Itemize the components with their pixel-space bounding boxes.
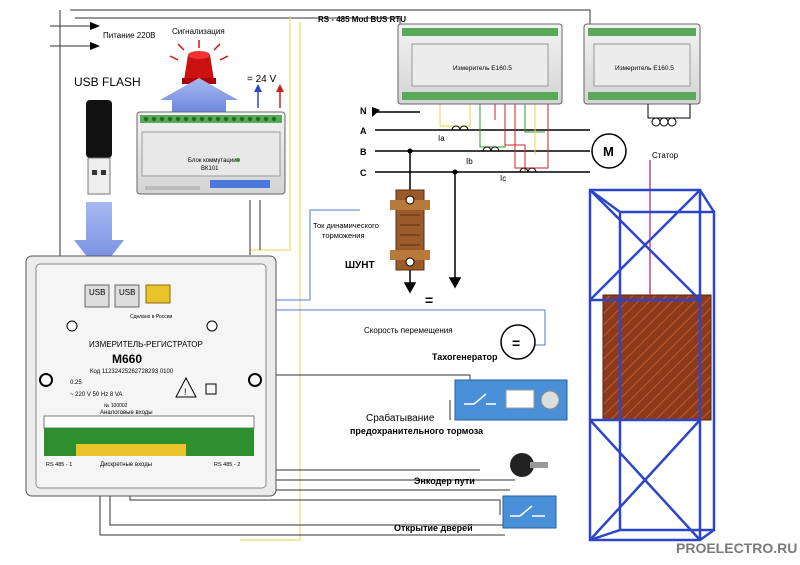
meter-wires — [439, 100, 549, 172]
meter-1-label: Измеритель Е160.5 — [453, 65, 512, 72]
recorder-ip: 0.25 — [70, 380, 82, 386]
dc-symbol: = — [425, 292, 433, 308]
current-b-label: Ib — [466, 157, 473, 166]
motor-icon: M — [591, 133, 627, 169]
meter-2-label: Измеритель Е160.5 — [615, 65, 674, 72]
recorder-device: USB USB Сделано в России ИЗМЕРИТЕЛЬ-РЕГИ… — [25, 255, 277, 497]
phase-arrows — [372, 107, 380, 117]
voltage-indicator: = 24 V — [247, 74, 284, 108]
usb-flash-drive-icon — [86, 100, 112, 195]
shunt-resistor-icon — [390, 189, 430, 271]
analog-inputs-label: Аналоговые входы — [100, 410, 153, 416]
current-c-label: Ic — [500, 174, 506, 183]
elevator-shaft-icon — [588, 160, 716, 542]
meter-2: Измеритель Е160.5 — [583, 23, 701, 105]
brake-trigger-label-2: предохранительного тормоза — [350, 426, 484, 436]
tachogenerator-icon: = — [500, 324, 536, 360]
door-switch-icon — [502, 495, 557, 529]
phase-a-label: A — [360, 126, 367, 136]
down-arrow — [74, 202, 124, 272]
voltage-label: = 24 V — [247, 74, 277, 85]
current-a-label: Ia — [438, 134, 445, 143]
brake-current-label-1: Ток динамического — [313, 221, 379, 230]
alarm-beacon-icon — [169, 40, 229, 84]
motor-label: M — [603, 144, 614, 159]
recorder-code: Код 11232425262728293 0100 — [90, 369, 174, 375]
stator-coil-icon — [647, 104, 691, 127]
phase-n-label: N — [360, 106, 367, 116]
usb-flash-label: USB FLASH — [74, 75, 141, 89]
recorder-serial: № 100002 — [104, 403, 128, 409]
encoder-icon — [510, 453, 548, 477]
recorder-title: ИЗМЕРИТЕЛЬ-РЕГИСТРАТОР — [89, 340, 203, 349]
recorder-model: М660 — [112, 352, 142, 366]
hazard-triangle-icon: ! — [175, 376, 197, 398]
tachogen-symbol: = — [512, 335, 520, 351]
door-open-label: Открытие дверей — [394, 523, 473, 533]
made-in-label: Сделано в России — [130, 314, 173, 320]
rs485-2-label: RS 485 - 2 — [214, 462, 240, 468]
stator-label: Статор — [652, 151, 679, 160]
speed-label: Скорость перемещения — [364, 326, 453, 335]
power-label: Питание 220В — [103, 31, 155, 40]
encoder-label: Энкодер пути — [414, 476, 475, 486]
switch-block-label-2: ВК101 — [201, 166, 219, 172]
power-input: Питание 220В — [90, 22, 155, 50]
up-arrow — [160, 78, 238, 112]
phase-lines — [375, 111, 590, 294]
switching-block: Блок коммутации ВК101 — [136, 111, 286, 195]
meter-1: Измеритель Е160.5 — [397, 23, 563, 105]
brake-trigger-label-1: Срабатывание — [366, 412, 435, 424]
phase-dots — [407, 148, 458, 175]
switch-block-label-1: Блок коммутации — [188, 158, 237, 164]
usb-port-2: USB — [119, 288, 135, 297]
phase-b-label: B — [360, 147, 367, 157]
bus-label: RS - 485 Mod BUS RTU — [318, 15, 406, 24]
shunt-label: ШУНТ — [345, 260, 375, 271]
recorder-rating: ~ 220 V 50 Hz 8 VA — [70, 392, 122, 398]
current-sensors — [451, 125, 537, 173]
brake-sensor-icon — [454, 379, 568, 421]
rs485-1-label: RS 485 - 1 — [46, 462, 72, 468]
phase-c-label: C — [360, 168, 367, 178]
tachogen-label: Тахогенератор — [432, 352, 498, 362]
watermark: PROELECTRO.RU — [676, 540, 797, 556]
alarm-label: Сигнализация — [172, 27, 225, 36]
svg-text:!: ! — [184, 387, 187, 397]
brake-current-label-2: торможения — [322, 231, 365, 240]
discrete-inputs-label: Дискретные входы — [100, 462, 152, 468]
usb-port-1: USB — [89, 288, 105, 297]
